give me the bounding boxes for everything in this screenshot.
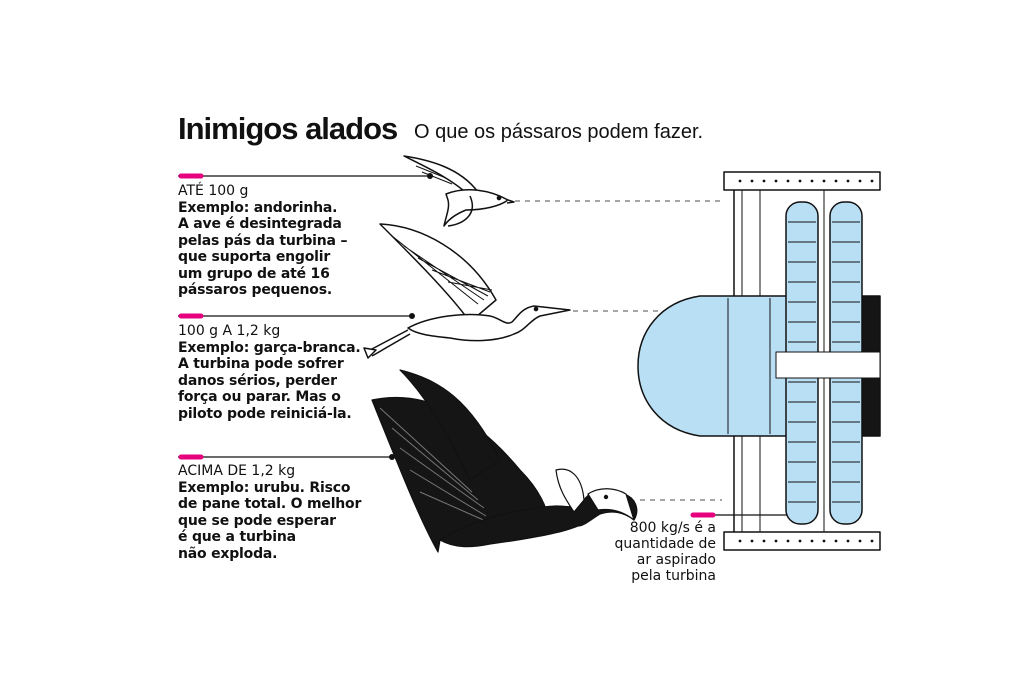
vulture-icon bbox=[371, 369, 638, 553]
category-description: Exemplo: andorinha. A ave é desintegrada… bbox=[178, 199, 348, 299]
turbine-icon bbox=[637, 171, 881, 551]
category-description: Exemplo: garça-branca. A turbina pode so… bbox=[178, 339, 361, 422]
page-subtitle: O que os pássaros podem fazer. bbox=[414, 121, 704, 143]
category-description: Exemplo: urubu. Risco de pane total. O m… bbox=[178, 479, 362, 562]
category-weight: 100 g A 1,2 kg bbox=[178, 323, 281, 339]
egret-icon bbox=[363, 223, 571, 359]
category-large-birds: ACIMA DE 1,2 kg Exemplo: urubu. Risco de… bbox=[178, 463, 361, 562]
page-title: Inimigos alados bbox=[178, 111, 398, 146]
turbine-airflow-note: 800 kg/s é a quantidade de ar aspirado p… bbox=[614, 520, 716, 584]
category-weight: ATÉ 100 g bbox=[178, 183, 249, 199]
accent-markers bbox=[178, 173, 716, 518]
swallow-icon bbox=[403, 155, 515, 227]
category-small-birds: ATÉ 100 g Exemplo: andorinha. A ave é de… bbox=[178, 183, 347, 299]
category-weight: ACIMA DE 1,2 kg bbox=[178, 463, 296, 479]
category-medium-birds: 100 g A 1,2 kg Exemplo: garça-branca. A … bbox=[178, 323, 361, 422]
